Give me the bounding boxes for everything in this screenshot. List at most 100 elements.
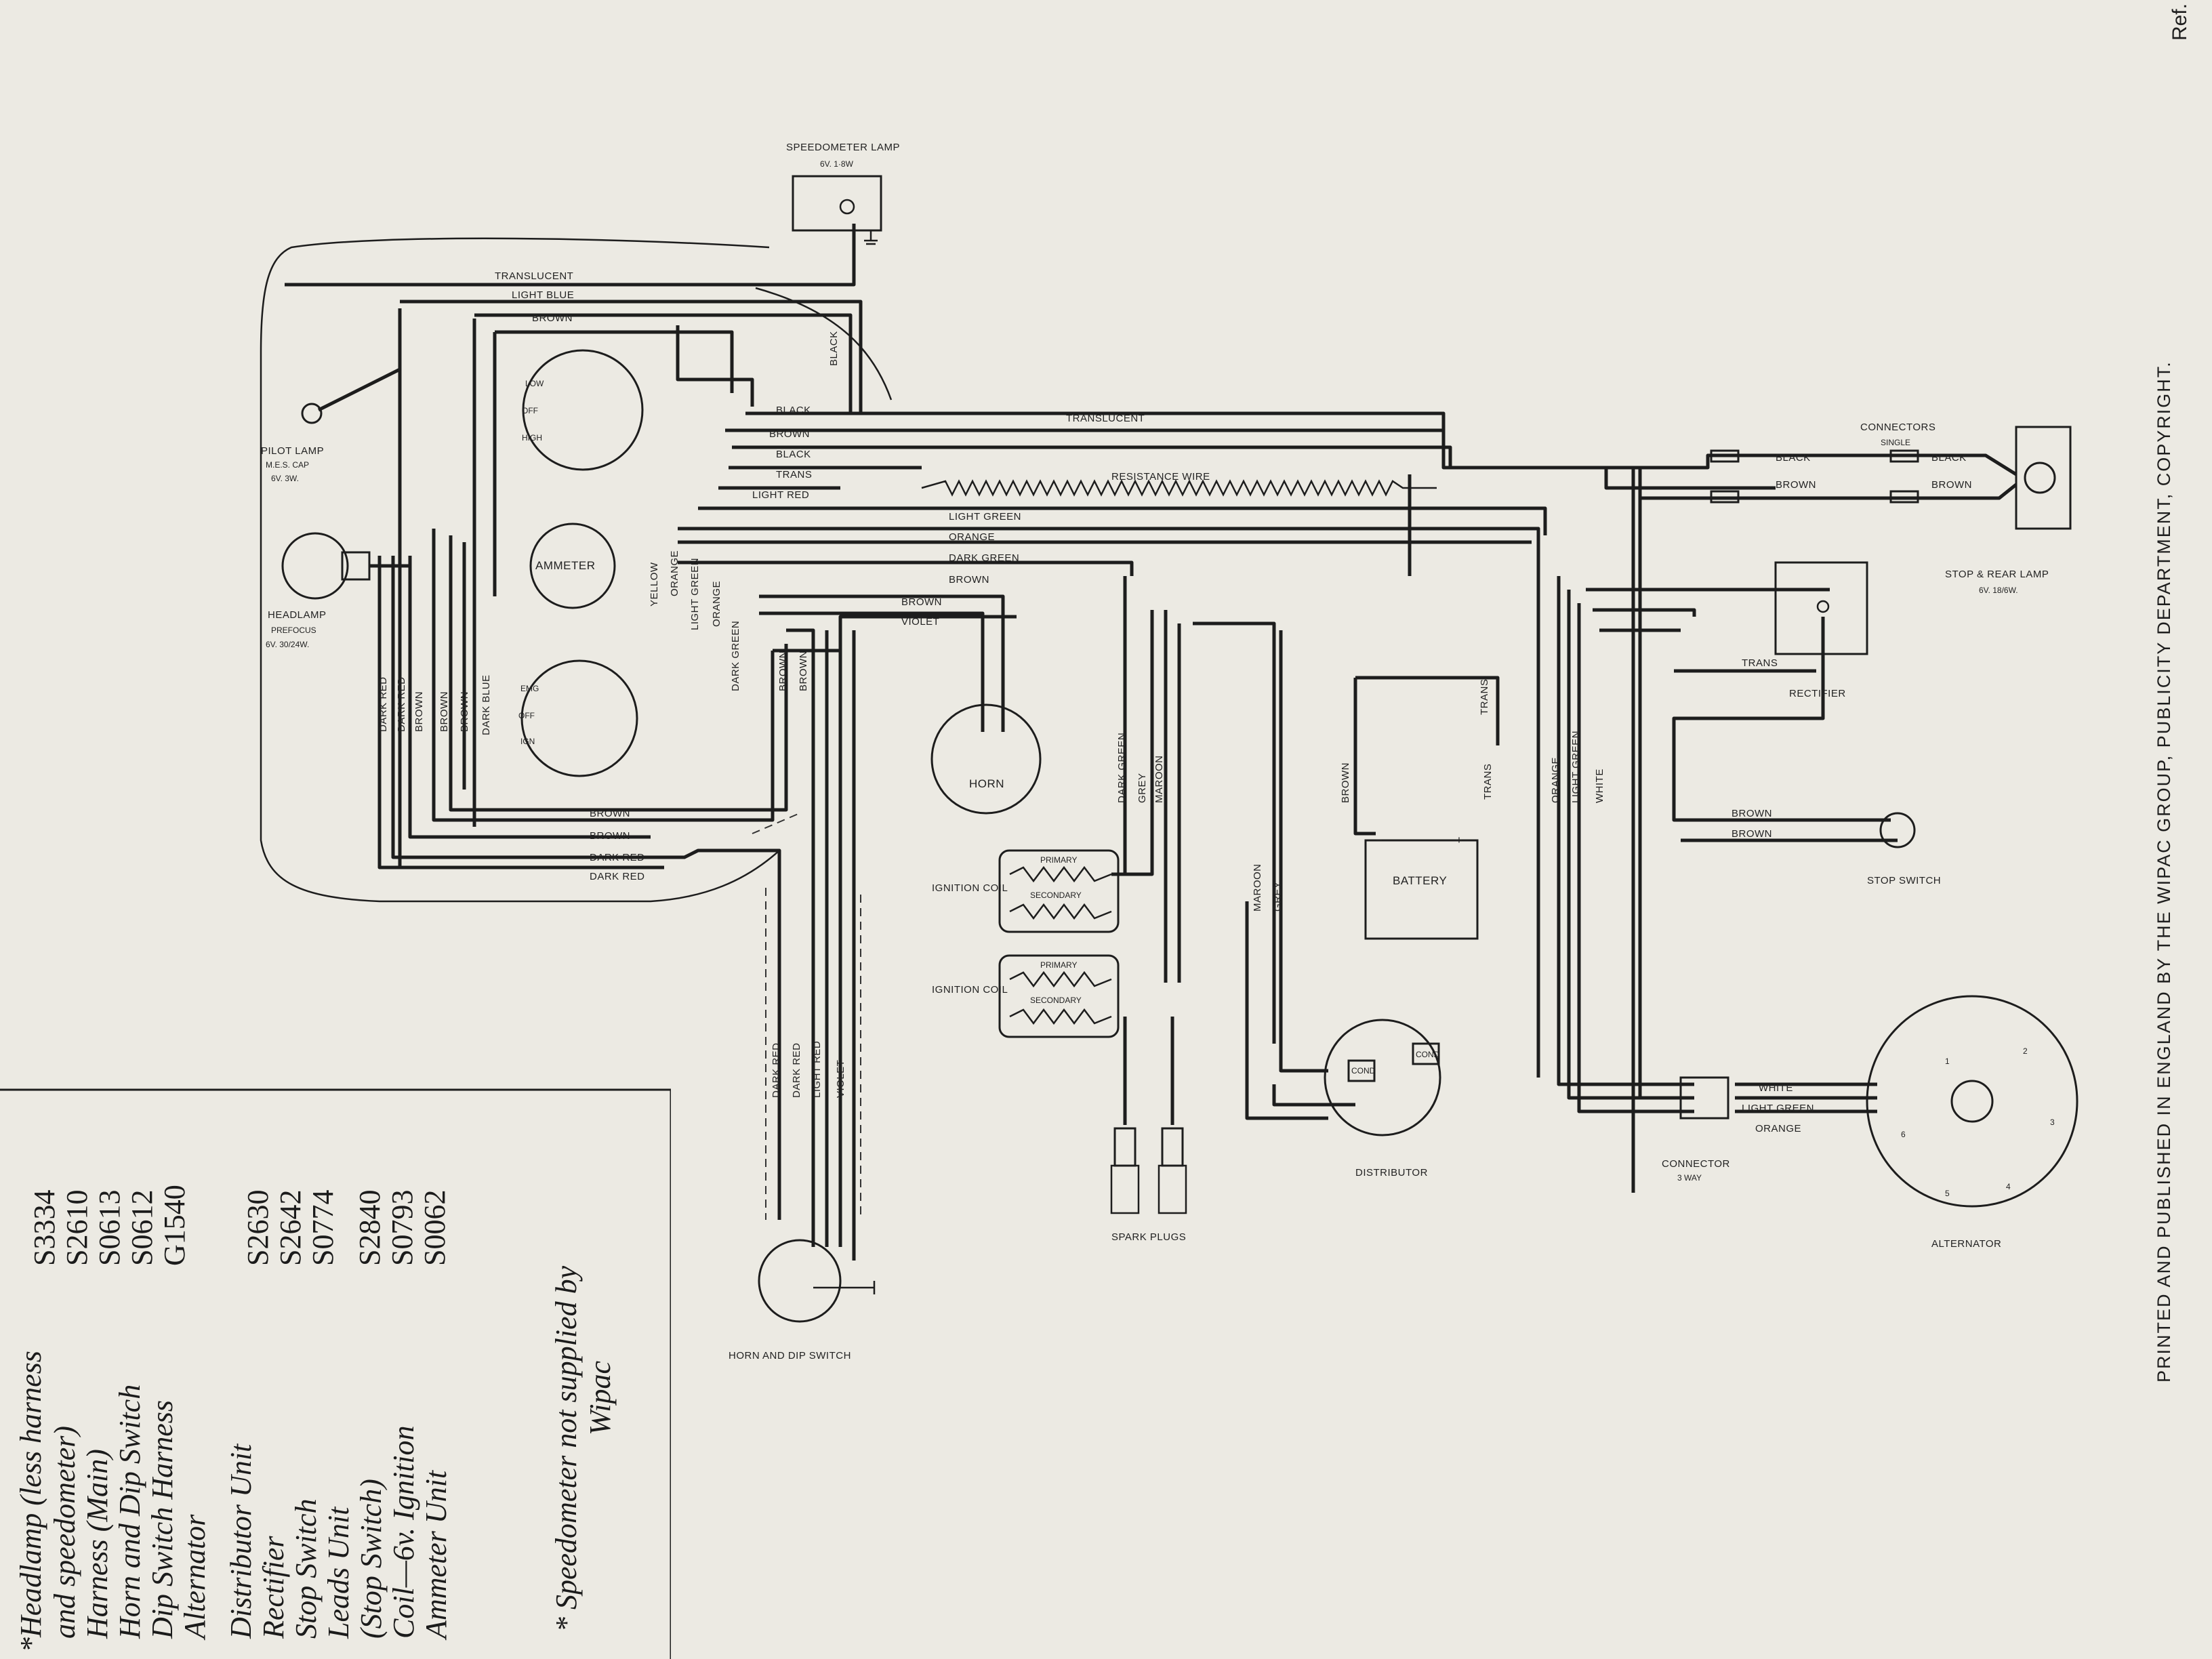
svg-text:LIGHT RED: LIGHT RED [811, 1041, 823, 1098]
parts-item: Distributor Unit [224, 1443, 258, 1639]
parts-list-panel: *Headlamp (less harness and speedometer)… [0, 1078, 671, 1659]
svg-text:BROWN: BROWN [532, 312, 573, 324]
svg-text:HORN: HORN [969, 777, 1004, 790]
svg-text:EMG: EMG [520, 684, 539, 693]
rectifier: RECTIFIER [1774, 561, 1868, 699]
headlamp-shell-outline [260, 237, 780, 903]
svg-text:BLACK: BLACK [1931, 452, 1967, 464]
svg-text:BROWN: BROWN [438, 691, 450, 732]
main-harness-wires [285, 224, 2018, 1261]
svg-text:BROWN: BROWN [769, 428, 810, 440]
svg-text:PILOT LAMP: PILOT LAMP [261, 445, 324, 457]
svg-text:DARK RED: DARK RED [396, 676, 407, 732]
stop-switch: STOP SWITCH [1867, 812, 1941, 886]
parts-item: Ammeter Unit [419, 1470, 453, 1639]
parts-code: G1540 [158, 1185, 191, 1266]
svg-text:DARK RED: DARK RED [590, 871, 645, 882]
svg-text:DISTRIBUTOR: DISTRIBUTOR [1355, 1167, 1428, 1179]
svg-text:4: 4 [2006, 1182, 2011, 1191]
svg-text:TRANSLUCENT: TRANSLUCENT [1066, 413, 1145, 424]
svg-text:BROWN: BROWN [413, 691, 425, 732]
svg-text:DARK RED: DARK RED [377, 676, 389, 732]
svg-text:CONNECTORS: CONNECTORS [1860, 422, 1936, 433]
svg-text:2: 2 [2023, 1046, 2028, 1056]
parts-item: Dip Switch Harness [146, 1400, 179, 1639]
svg-text:WHITE: WHITE [1594, 769, 1605, 803]
speedometer-lamp-spec: 6V. 1·8W [820, 159, 854, 169]
svg-text:BROWN: BROWN [590, 830, 630, 842]
svg-text:MAROON: MAROON [1153, 756, 1165, 804]
svg-text:COND: COND [1416, 1050, 1440, 1059]
svg-text:PRIMARY: PRIMARY [1040, 855, 1077, 865]
svg-text:BLACK: BLACK [828, 331, 840, 366]
parts-item: Stop Switch [289, 1498, 323, 1639]
svg-text:ORANGE: ORANGE [1755, 1123, 1801, 1134]
svg-text:BROWN: BROWN [1931, 479, 1972, 491]
svg-text:SECONDARY: SECONDARY [1030, 996, 1082, 1005]
distributor: COND COND DISTRIBUTOR [1324, 1019, 1441, 1179]
connectors-single: CONNECTORS SINGLE [1710, 422, 1936, 504]
parts-item: Coil—6v. Ignition [387, 1425, 420, 1639]
svg-text:HEADLAMP: HEADLAMP [268, 609, 327, 621]
parts-code: S3334 [28, 1189, 61, 1266]
svg-text:LIGHT GREEN: LIGHT GREEN [1570, 731, 1582, 803]
svg-text:M.E.S. CAP: M.E.S. CAP [266, 460, 309, 470]
wire-labels-vertical: BLACK YELLOW ORANGE LIGHT GREEN ORANGE D… [377, 331, 1605, 1098]
svg-text:TRANS: TRANS [1482, 764, 1494, 800]
svg-text:RESISTANCE WIRE: RESISTANCE WIRE [1111, 471, 1210, 483]
parts-item: and speedometer) [48, 1425, 81, 1639]
parts-code: S0774 [306, 1189, 340, 1266]
svg-text:HIGH: HIGH [522, 433, 542, 443]
ammeter: AMMETER [529, 523, 616, 609]
svg-text:IGN: IGN [520, 737, 535, 746]
parts-code: S0062 [418, 1189, 451, 1266]
svg-text:MAROON: MAROON [1252, 864, 1263, 912]
svg-text:LIGHT GREEN: LIGHT GREEN [1742, 1103, 1814, 1114]
svg-text:6: 6 [1901, 1130, 1906, 1139]
svg-text:TRANS: TRANS [776, 469, 812, 480]
svg-text:PREFOCUS: PREFOCUS [271, 626, 316, 635]
svg-text:CONNECTOR: CONNECTOR [1662, 1158, 1730, 1170]
svg-text:PRIMARY: PRIMARY [1040, 960, 1077, 970]
copyright-footer: PRINTED AND PUBLISHED IN ENGLAND BY THE … [2154, 361, 2174, 1382]
svg-text:GREY: GREY [1272, 881, 1284, 912]
svg-text:GREY: GREY [1136, 773, 1148, 803]
svg-text:ORANGE: ORANGE [1550, 757, 1561, 803]
wire-labels: TRANSLUCENT LIGHT BLUE BROWN BLACK TRANS… [495, 270, 1972, 1134]
parts-item: Leads Unit [322, 1507, 355, 1639]
stop-rear-lamp: STOP & REAR LAMP 6V. 18/6W. [1945, 426, 2072, 595]
svg-text:DARK RED: DARK RED [771, 1042, 782, 1098]
svg-text:SINGLE: SINGLE [1881, 438, 1910, 447]
parts-code: S0613 [93, 1189, 126, 1266]
svg-text:ALTERNATOR: ALTERNATOR [1931, 1238, 2001, 1250]
svg-text:DARK GREEN: DARK GREEN [949, 552, 1019, 564]
svg-text:DARK GREEN: DARK GREEN [730, 621, 741, 691]
svg-text:AMMETER: AMMETER [535, 559, 596, 572]
svg-text:3: 3 [2050, 1118, 2055, 1127]
svg-text:BROWN: BROWN [777, 651, 789, 691]
svg-text:WHITE: WHITE [1759, 1082, 1793, 1094]
svg-text:HORN AND DIP SWITCH: HORN AND DIP SWITCH [729, 1350, 851, 1361]
parts-note: * Speedometer not supplied by [550, 1265, 583, 1632]
svg-text:6V. 3W.: 6V. 3W. [271, 474, 299, 483]
svg-text:DARK RED: DARK RED [791, 1042, 802, 1098]
parts-item: Harness (Main) [81, 1449, 114, 1639]
light-switch: LOW OFF HIGH [522, 349, 644, 471]
svg-text:SPARK PLUGS: SPARK PLUGS [1111, 1231, 1186, 1243]
svg-text:DARK BLUE: DARK BLUE [480, 674, 492, 735]
svg-text:TRANS: TRANS [1479, 679, 1490, 715]
ignition-coil-1: PRIMARY SECONDARY IGNITION COIL [932, 849, 1120, 933]
svg-text:5: 5 [1945, 1189, 1950, 1198]
svg-text:YELLOW: YELLOW [649, 562, 660, 607]
svg-text:DARK GREEN: DARK GREEN [1116, 733, 1128, 803]
svg-text:BROWN: BROWN [459, 691, 470, 732]
parts-code: S2630 [241, 1189, 274, 1266]
svg-text:LIGHT RED: LIGHT RED [752, 489, 809, 501]
svg-text:DARK RED: DARK RED [590, 852, 645, 863]
pilot-lamp: PILOT LAMP M.E.S. CAP 6V. 3W. [261, 308, 402, 483]
svg-text:BATTERY: BATTERY [1393, 874, 1447, 887]
svg-text:BROWN: BROWN [1776, 479, 1816, 491]
svg-text:TRANS: TRANS [1742, 657, 1778, 669]
connector-3way: CONNECTOR 3 WAY [1662, 1076, 1730, 1183]
